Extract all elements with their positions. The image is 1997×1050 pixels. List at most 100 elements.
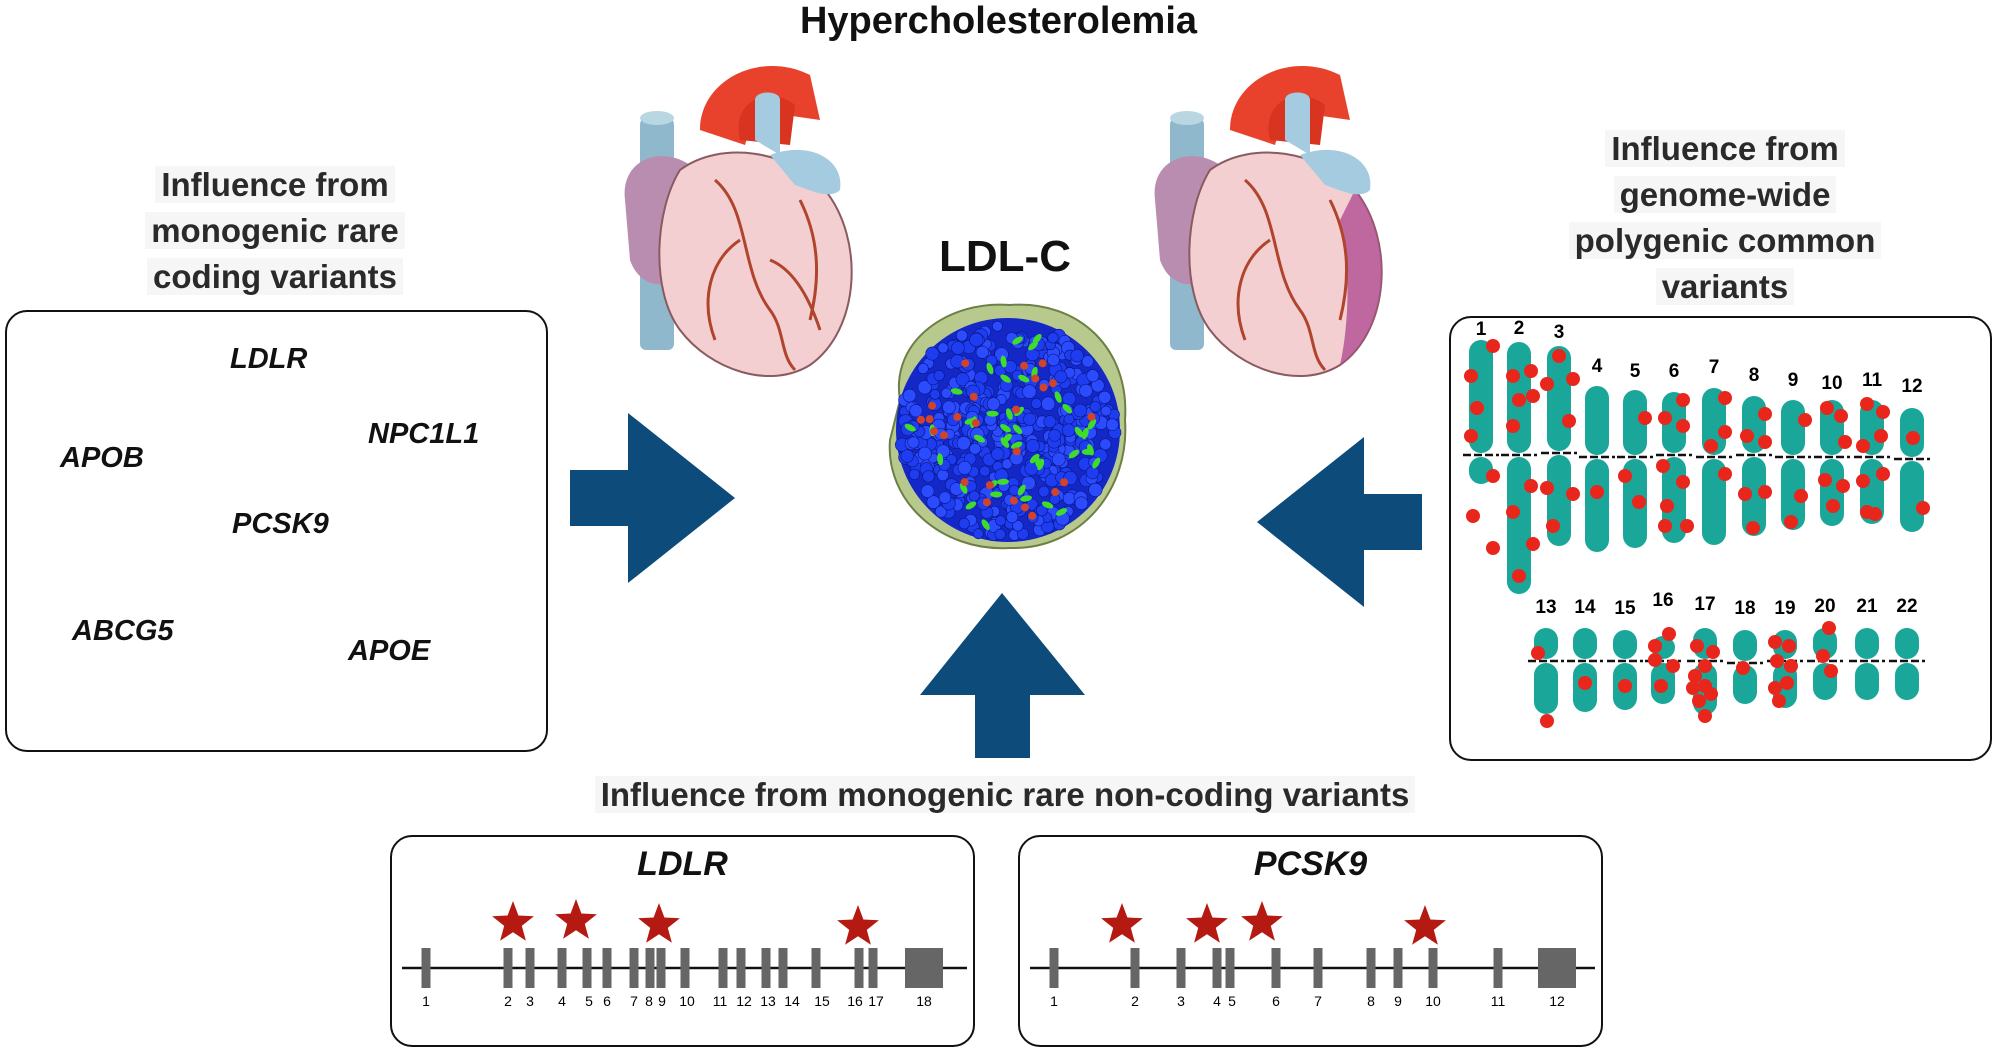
- exon: [1049, 948, 1059, 988]
- particle-lipid: [986, 362, 994, 375]
- heart-illustration-healthy: [624, 66, 853, 378]
- exon: [645, 948, 655, 988]
- particle-lipid: [990, 491, 1003, 498]
- particle-sphere: [1025, 438, 1040, 453]
- particle-sphere: [1040, 396, 1056, 411]
- variant-dot: [1772, 694, 1786, 708]
- particle-sphere: [936, 469, 949, 482]
- exon-label: 3: [1177, 993, 1185, 1009]
- variant-dot: [1856, 474, 1870, 488]
- particle-lipid: [1062, 403, 1073, 414]
- particle-sphere: [969, 332, 984, 347]
- variant-dot: [1506, 419, 1520, 433]
- particle-lipid: [1041, 501, 1054, 509]
- variant-dot: [1816, 649, 1830, 663]
- particle-lipid: [1032, 333, 1042, 344]
- particle-sphere: [917, 380, 932, 395]
- variant-dot: [1470, 401, 1484, 415]
- exon: [1428, 948, 1438, 988]
- variant-dot: [1648, 639, 1662, 653]
- variant-dot: [1506, 369, 1520, 383]
- chromosome-arm-p: [1585, 386, 1609, 455]
- variant-dot: [1486, 541, 1500, 555]
- particle-sphere: [992, 320, 1003, 332]
- chromosome-arm-q: [1895, 663, 1919, 700]
- chromosome-arm-q: [1507, 457, 1531, 594]
- particle-sphere: [1106, 418, 1119, 432]
- particle-sphere: [1036, 504, 1048, 517]
- variant-dot: [1512, 569, 1526, 583]
- particle-sphere: [1099, 438, 1112, 451]
- chromosome-label: 4: [1592, 356, 1603, 377]
- particle-sphere: [972, 528, 984, 540]
- particle-sphere: [1089, 401, 1102, 413]
- particle-protein: [1009, 496, 1018, 505]
- exon: [525, 948, 535, 988]
- particle-sphere: [995, 515, 1007, 527]
- chromosome-label: 5: [1630, 361, 1641, 382]
- variant-dot: [1648, 653, 1662, 667]
- exon: [1130, 948, 1140, 988]
- variant-dot: [1658, 411, 1672, 425]
- particle-sphere: [920, 484, 935, 498]
- variant-dot: [1820, 401, 1834, 415]
- particle-sphere: [957, 460, 972, 475]
- variant-dot: [1736, 661, 1750, 675]
- exon-label: 11: [1491, 993, 1506, 1009]
- particle-sphere: [956, 436, 971, 451]
- particle-lipid: [1087, 444, 1094, 456]
- gene-ldlr: LDLR: [230, 343, 308, 375]
- chromosome-label: 18: [1734, 598, 1755, 619]
- variant-dot: [1860, 397, 1874, 411]
- chromosome-label: 2: [1514, 318, 1525, 339]
- particle-sphere: [955, 329, 968, 342]
- exon: [557, 948, 567, 988]
- particle-protein: [961, 359, 970, 368]
- variant-dot: [1566, 487, 1580, 501]
- particle-sphere: [958, 517, 970, 530]
- variant-dot: [1486, 339, 1500, 353]
- variant-dot: [1512, 393, 1526, 407]
- chromosome-arm-p: [1855, 628, 1879, 659]
- variant-star: [1404, 905, 1446, 945]
- particle-sphere: [929, 388, 941, 400]
- particle-protein: [1012, 405, 1021, 414]
- variant-dot: [1784, 659, 1798, 673]
- exon-label: 9: [658, 993, 666, 1009]
- particle-lipid: [1056, 508, 1067, 516]
- particle-sphere: [900, 449, 914, 463]
- particle-protein: [1087, 412, 1096, 421]
- chromosome-label: 12: [1901, 376, 1922, 397]
- particle-lipid: [1017, 484, 1026, 496]
- particle-sphere: [1085, 465, 1100, 480]
- chromosome-arm-q: [1702, 459, 1726, 545]
- particle-sphere: [922, 470, 935, 483]
- variant-dot: [1704, 439, 1718, 453]
- chromosome-arm-p: [1573, 628, 1597, 659]
- particle-sphere: [1048, 428, 1061, 442]
- exon-label: 10: [1425, 993, 1441, 1009]
- particle-sphere: [917, 363, 929, 375]
- particle-sphere: [938, 491, 952, 504]
- variant-dot: [1698, 709, 1712, 723]
- exon-label: 11: [713, 993, 728, 1009]
- particle-sphere: [1073, 403, 1088, 418]
- exon: [602, 948, 612, 988]
- chromosome-label: 1: [1476, 319, 1487, 340]
- pcsk9-noncoding-box: [1018, 835, 1603, 1047]
- particle-sphere: [1079, 383, 1093, 398]
- variant-dot: [1706, 645, 1720, 659]
- ldlr-gene-label: LDLR: [637, 845, 728, 883]
- variant-dot: [1590, 485, 1604, 499]
- particle-lipid: [965, 501, 977, 510]
- particle-protein: [1020, 503, 1029, 512]
- variant-dot: [1566, 372, 1580, 386]
- particle-lipid: [959, 482, 968, 494]
- right-caption-line-4: variants: [1655, 268, 1795, 305]
- particle-lipid: [974, 434, 985, 443]
- chromosome-label: 14: [1574, 597, 1596, 618]
- particle-sphere: [1054, 370, 1068, 384]
- exon: [1393, 948, 1403, 988]
- exon: [1313, 948, 1323, 988]
- variant-dot: [1618, 469, 1632, 483]
